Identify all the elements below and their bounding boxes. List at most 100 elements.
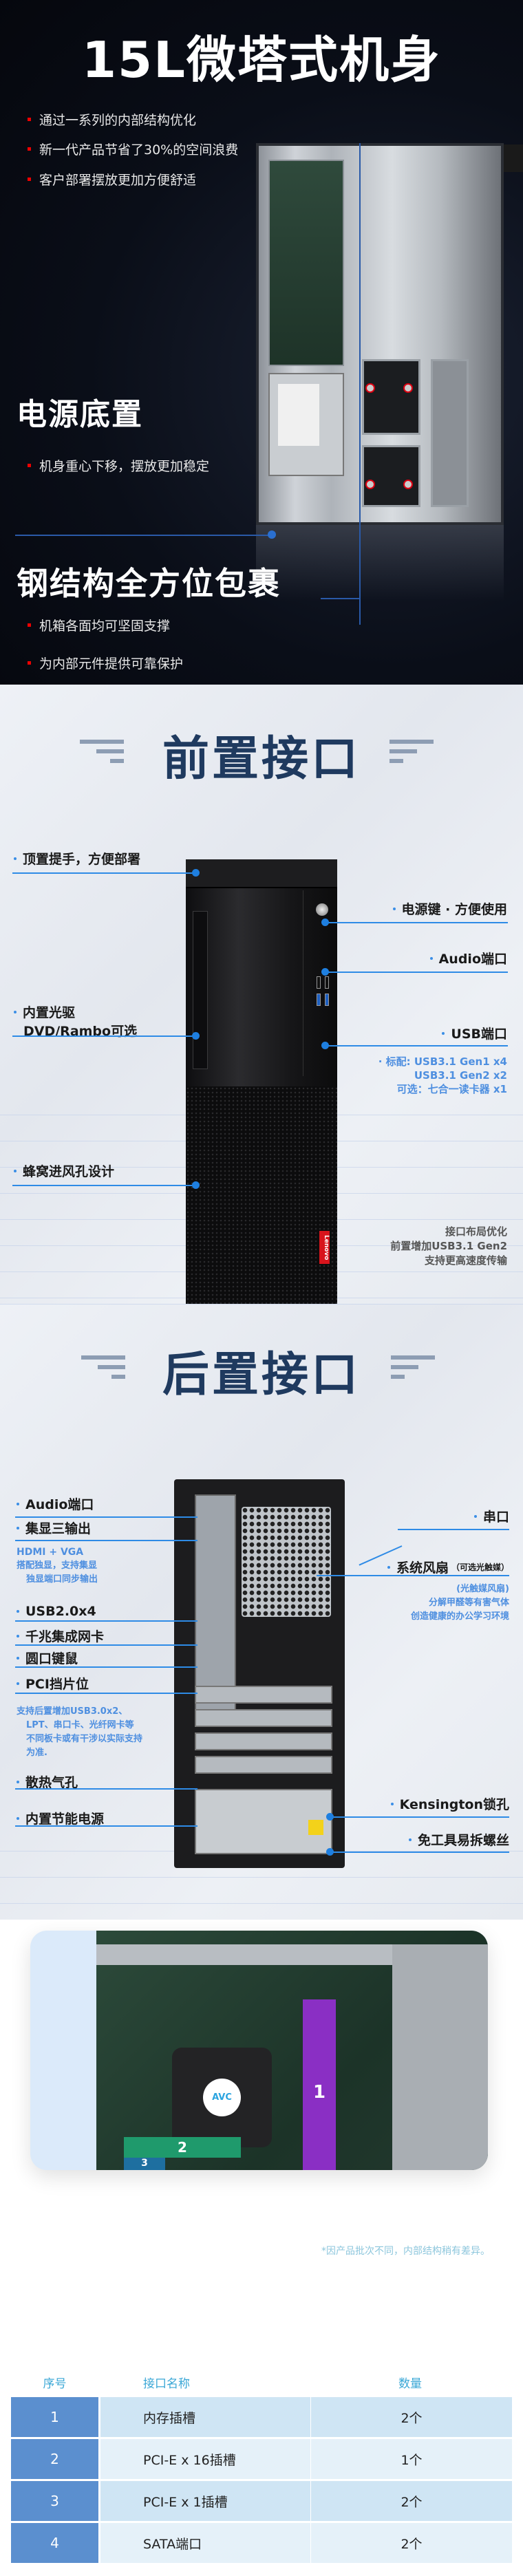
- callout-display-output: 集显三输出: [17, 1518, 91, 1537]
- bullet-icon: [17, 1816, 19, 1820]
- table-row: 1 内存插槽 2个: [11, 2397, 512, 2437]
- red-bullet-icon: [28, 118, 31, 121]
- red-bullet-icon: [28, 661, 31, 665]
- drive-cage: [431, 359, 469, 507]
- system-fan-grill: [242, 1507, 331, 1617]
- bullet-icon: [14, 1010, 17, 1013]
- callout-honeycomb-vent: 蜂窝进风孔设计: [14, 1161, 114, 1180]
- bullet-icon: [17, 1610, 19, 1613]
- usb-notes: · 标配: USB3.1 Gen1 x4 USB3.1 Gen2 x2 可选：七…: [378, 1055, 507, 1095]
- callout-system-fan: 系统风扇（可选光触媒）: [344, 1558, 509, 1576]
- callout-line: [321, 598, 361, 599]
- pci-slot: [195, 1686, 332, 1704]
- cpu-fan-hub: AVC: [203, 2079, 241, 2116]
- floor-grid: [0, 1304, 523, 1312]
- motherboard-image: AVC 1 2 3: [96, 1931, 488, 2170]
- bullet-icon: [14, 1169, 17, 1172]
- callout-ps2: 圆口键鼠: [17, 1649, 78, 1667]
- table-row: 3 PCI-E x 1插槽 2个: [11, 2481, 512, 2521]
- psu-bullet: 机身重心下移，摆放更加稳定: [28, 456, 209, 475]
- usb-port-icon: [325, 994, 329, 1006]
- pci-slot: [195, 1756, 332, 1774]
- callout-toolless-screw: 免工具易拆螺丝: [372, 1830, 509, 1849]
- callout-optical-drive: 内置光驱: [14, 1002, 75, 1021]
- bullet-icon: [17, 1502, 19, 1505]
- red-bullet-icon: [28, 178, 31, 181]
- callout-dot: [321, 968, 329, 976]
- callout-line: [15, 1620, 198, 1622]
- callout-line: [15, 1540, 198, 1541]
- port-table: 序号 接口名称 数量 1 内存插槽 2个 2 PCI-E x 16插槽 1个 3…: [11, 2367, 512, 2565]
- callout-pci-slot: PCI挡片位: [17, 1674, 89, 1693]
- red-bullet-icon: [28, 147, 31, 151]
- bullet-icon: [442, 1031, 445, 1035]
- bullet-icon: [429, 956, 433, 960]
- motherboard: [268, 160, 344, 366]
- usb-port-icon: [325, 976, 329, 989]
- table-row: 2 PCI-E x 16插槽 1个: [11, 2439, 512, 2479]
- callout-dot: [192, 1181, 200, 1189]
- bullet-icon: [17, 1682, 19, 1685]
- chassis-reflection: [256, 525, 504, 601]
- bullet-icon: [390, 1802, 394, 1805]
- title-wing-right-icon: [389, 734, 438, 769]
- callout-vent-holes: 散热气孔: [17, 1772, 78, 1791]
- top-handle: [186, 859, 337, 888]
- callout-line: [325, 1045, 508, 1046]
- callout-dot: [268, 530, 276, 539]
- front-title: 前置接口: [162, 732, 361, 786]
- bullet-icon: [387, 1565, 390, 1569]
- motherboard-card: AVC 1 2 3: [30, 1931, 488, 2170]
- pci-slot: [195, 1732, 332, 1750]
- rear-title: 后置接口: [162, 1348, 361, 1402]
- callout-top-handle: 顶置提手，方便部署: [14, 849, 140, 868]
- callout-line: [12, 1185, 193, 1186]
- pci-notes: 支持后置增加USB3.0x2、 LPT、串口卡、光纤网卡等 不同板卡或有干涉以实…: [17, 1706, 143, 1758]
- pcie-x16-marker: 2: [124, 2137, 241, 2158]
- front-io-panel: [303, 890, 337, 1076]
- power-button-icon: [316, 903, 328, 916]
- callout-line: [15, 1516, 198, 1518]
- callout-audio-port: Audio端口: [344, 949, 507, 967]
- callout-line: [325, 972, 508, 973]
- table-header: 序号 接口名称 数量: [43, 2376, 423, 2391]
- callout-dot: [321, 1042, 329, 1049]
- bullet-icon: [473, 1514, 477, 1518]
- callout-dot: [192, 869, 200, 877]
- hero-bullet: 新一代产品节省了30%的空间浪费: [28, 140, 238, 158]
- callout-usb2: USB2.0x4: [17, 1604, 96, 1619]
- drive-bay: [362, 359, 420, 435]
- callout-rear-audio: Audio端口: [17, 1494, 94, 1513]
- hero-title: 15L微塔式机身: [81, 31, 442, 89]
- title-wing-left-icon: [81, 1350, 129, 1384]
- steel-title: 钢结构全方位包裹: [17, 565, 281, 602]
- callout-dot: [326, 1813, 334, 1821]
- bullet-icon: [17, 1526, 19, 1530]
- screw-icon: [403, 480, 413, 489]
- bullet-icon: [17, 1634, 19, 1638]
- callout-kensington: Kensington锁孔: [372, 1794, 509, 1813]
- callout-dot: [192, 1032, 200, 1040]
- red-bullet-icon: [28, 464, 31, 467]
- optical-drive: [193, 911, 208, 1069]
- screw-icon: [365, 480, 375, 489]
- drive-cage: [392, 1944, 488, 2170]
- psu-label: [278, 384, 319, 446]
- table-row: 4 SATA端口 2个: [11, 2523, 512, 2563]
- layout-notes: 接口布局优化 前置增加USB3.1 Gen2 支持更高速度传输: [390, 1225, 507, 1267]
- title-wing-left-icon: [80, 734, 128, 769]
- red-bullet-icon: [28, 623, 31, 627]
- pcie-x1-marker: 3: [124, 2158, 165, 2170]
- cpu-fan: AVC: [172, 2048, 272, 2147]
- fan-notes: (光触媒风扇) 分解甲醛等有害气体 创造健康的办公学习环境: [410, 1584, 509, 1622]
- callout-line: [330, 1852, 509, 1853]
- callout-power-button: 电源键 · 方便使用: [344, 899, 507, 918]
- hero-bullet: 客户部署摆放更加方便舒适: [28, 170, 196, 189]
- memory-slot-marker: 1: [303, 1999, 336, 2170]
- callout-usb-port: USB端口: [344, 1024, 507, 1042]
- pci-slot: [195, 1709, 332, 1727]
- usb-port-icon: [317, 994, 321, 1006]
- callout-line: [15, 535, 270, 536]
- warning-icon: [308, 1820, 323, 1835]
- callout-serial-port: 串口: [372, 1507, 509, 1525]
